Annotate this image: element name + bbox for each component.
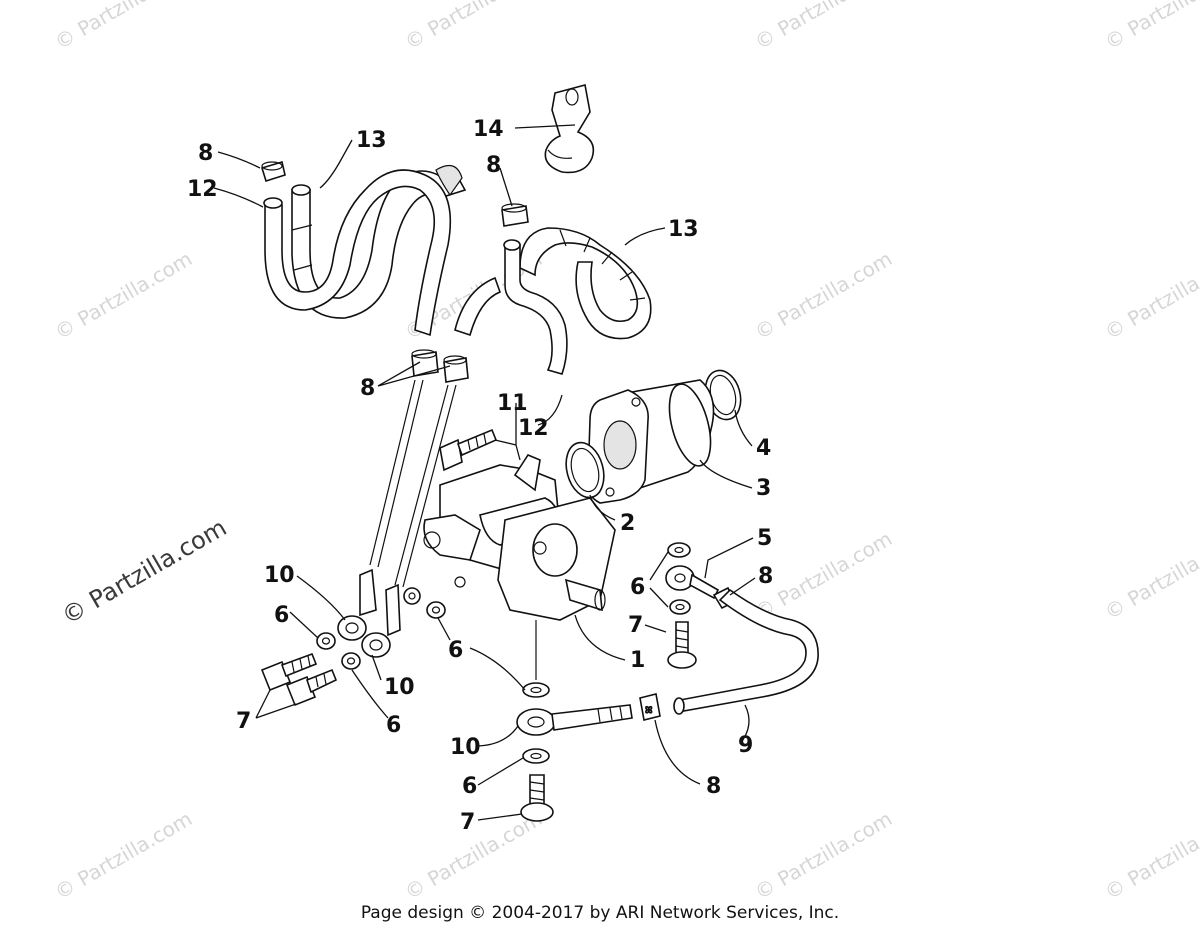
- part-8-clamp: [501, 203, 529, 227]
- callout-2: 2: [620, 511, 635, 536]
- part-7-bolt: [520, 774, 554, 822]
- callout-9: 9: [738, 733, 753, 758]
- part-7-bolt: [667, 621, 697, 669]
- callout-8: 8: [360, 376, 375, 401]
- callout-8: 8: [706, 774, 721, 799]
- callout-13: 13: [356, 128, 387, 153]
- part-5-fitting: [665, 542, 720, 615]
- part-10-fitting: [337, 568, 401, 658]
- callout-3: 3: [756, 476, 771, 501]
- callout-14: 14: [473, 117, 504, 142]
- watermark: © Partzilla.com: [751, 806, 897, 904]
- callout-1: 1: [630, 648, 645, 673]
- part-7-bolt: [260, 652, 338, 707]
- callout-10: 10: [264, 563, 295, 588]
- callout-10: 10: [384, 675, 415, 700]
- callout-10: 10: [450, 735, 481, 760]
- watermark: © Partzilla.com: [401, 0, 547, 54]
- part-6-washer: [316, 587, 446, 670]
- part-13-hose-right: [519, 227, 652, 340]
- watermark: © Partzilla.com: [51, 246, 197, 344]
- callout-6: 6: [274, 603, 289, 628]
- watermark: © Partzilla.com: [751, 246, 897, 344]
- part-2-o-ring: [565, 441, 605, 499]
- callout-labels: 14 13 8 12 8 13 8 11 12 4 3 2 5 6 8 7 1 …: [187, 117, 773, 835]
- copyright-footer: Page design © 2004-2017 by ARI Network S…: [361, 903, 839, 923]
- watermark: © Partzilla.com: [1101, 0, 1200, 54]
- part-12-hose-left: [263, 169, 452, 337]
- part-1-oil-pump: [423, 454, 616, 621]
- watermark: © Partzilla.com: [1101, 526, 1200, 624]
- callout-12: 12: [518, 416, 549, 441]
- callout-6: 6: [462, 774, 477, 799]
- leader-lines: [213, 124, 756, 821]
- watermark: © Partzilla.com: [51, 806, 197, 904]
- part-8-clamp: ꕤ: [639, 693, 661, 721]
- part-6-washer: [522, 682, 550, 698]
- callout-7: 7: [236, 709, 251, 734]
- watermark-main: © Partzilla.com: [57, 513, 231, 630]
- callout-6: 6: [386, 713, 401, 738]
- callout-6: 6: [448, 638, 463, 663]
- callout-8: 8: [486, 153, 501, 178]
- svg-text:ꕤ: ꕤ: [645, 706, 653, 716]
- part-9-hose: [673, 588, 819, 715]
- part-12-hose-right: [454, 239, 568, 375]
- part-3-housing: [586, 379, 715, 504]
- feed-lines: [369, 379, 457, 588]
- parts-layer: ꕤ: [260, 84, 819, 822]
- callout-13: 13: [668, 217, 699, 242]
- watermark: © Partzilla.com: [1101, 806, 1200, 904]
- part-8-clamps-pair: [411, 349, 469, 383]
- callout-12: 12: [187, 177, 218, 202]
- part-10-fitting: [516, 704, 633, 736]
- watermark: © Partzilla.com: [51, 0, 197, 54]
- callout-11: 11: [497, 391, 528, 416]
- callout-4: 4: [756, 436, 771, 461]
- callout-7: 7: [628, 613, 643, 638]
- part-6-washer: [522, 748, 550, 764]
- callout-8: 8: [198, 141, 213, 166]
- part-8-clamp: [260, 160, 286, 183]
- part-14-bracket: [544, 84, 595, 174]
- callout-8: 8: [758, 564, 773, 589]
- callout-5: 5: [757, 526, 772, 551]
- watermark: © Partzilla.com: [751, 0, 897, 54]
- callout-6: 6: [630, 575, 645, 600]
- watermark: © Partzilla.com: [1101, 246, 1200, 344]
- callout-7: 7: [460, 810, 475, 835]
- part-11-bolt: [439, 428, 498, 472]
